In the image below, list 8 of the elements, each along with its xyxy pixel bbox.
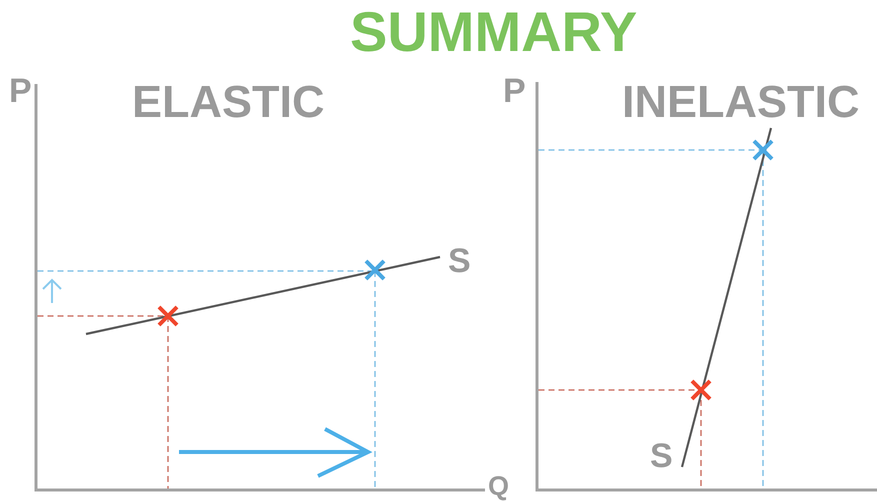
curve-label: S: [650, 439, 673, 473]
panel-heading: INELASTIC: [622, 79, 860, 124]
curve-label: S: [448, 244, 471, 278]
panel-heading: ELASTIC: [132, 79, 325, 124]
title: SUMMARY: [350, 4, 638, 60]
axis-label: Q: [488, 473, 510, 500]
axis-label: P: [503, 74, 526, 108]
axis-label: P: [9, 74, 32, 108]
